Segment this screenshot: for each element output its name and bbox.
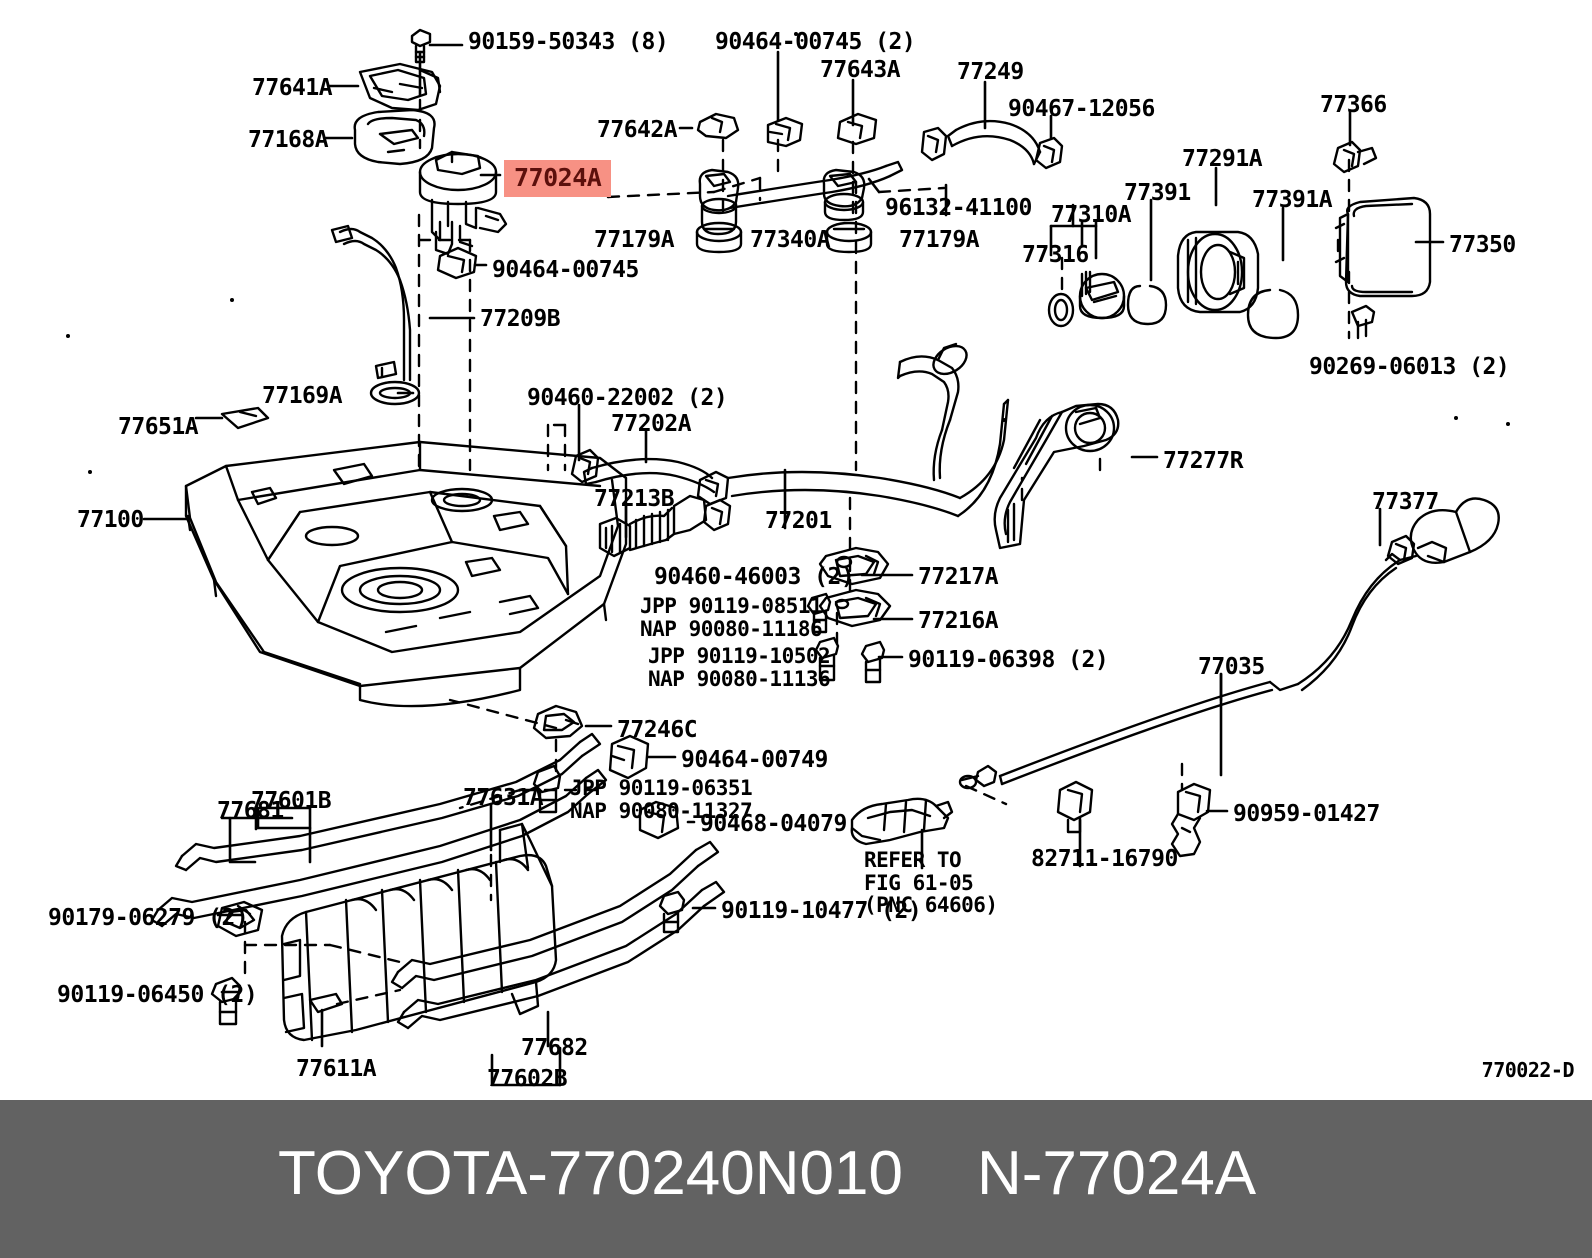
part-label-line: NAP 90080-11327 — [570, 798, 753, 823]
part-number-label: 770240N010 — [547, 1139, 903, 1208]
part-label-90159-50343-8-[interactable]: 90159-50343 (8) — [468, 29, 669, 55]
part-label-77641a[interactable]: 77641A — [252, 75, 333, 101]
callout-number-label: 77024A — [1042, 1139, 1257, 1208]
part-label-line: (PNC 64606) — [864, 893, 998, 918]
part-label-77316[interactable]: 77316 — [1022, 242, 1089, 268]
part-label-82711-16790[interactable]: 82711-16790 — [1031, 846, 1178, 872]
part-label-90464-00749[interactable]: 90464-00749 — [681, 747, 828, 773]
brand-dash: - — [527, 1139, 548, 1208]
part-label-77366[interactable]: 77366 — [1320, 92, 1387, 118]
part-label-77682[interactable]: 77682 — [521, 1035, 588, 1061]
highlighted-part-label[interactable]: 77024A — [504, 160, 612, 197]
callout-prefix-label: N — [976, 1139, 1022, 1208]
part-label-77350[interactable]: 77350 — [1449, 232, 1516, 258]
part-label-line: REFER TO — [864, 848, 962, 872]
part-label-77651a[interactable]: 77651A — [118, 414, 199, 440]
diagram-code: 770022-D — [1481, 1058, 1575, 1082]
part-label-90179-06279-2-[interactable]: 90179-06279 (2) — [48, 905, 249, 931]
part-label-90460-46003-2-[interactable]: 90460-46003 (2) — [654, 564, 855, 590]
part-label-77602b[interactable]: 77602B — [487, 1066, 568, 1092]
part-label-90460-22002-2-[interactable]: 90460-22002 (2) — [527, 385, 728, 411]
part-label-77601b[interactable]: 77601B — [251, 788, 332, 814]
footer-banner: TOYOTA - 770240N010 N - 77024A — [0, 1100, 1592, 1258]
part-label-77611a[interactable]: 77611A — [296, 1056, 377, 1082]
part-label-90959-01427[interactable]: 90959-01427 — [1233, 801, 1380, 827]
part-label-77291a[interactable]: 77291A — [1182, 146, 1263, 172]
part-label-90119-10477-2-[interactable]: 90119-10477 (2) — [721, 898, 922, 924]
part-label-77277r[interactable]: 77277R — [1163, 448, 1244, 474]
part-label-90119-06450-2-[interactable]: 90119-06450 (2) — [57, 982, 258, 1008]
part-label-77340a[interactable]: 77340A — [750, 227, 831, 253]
part-label-77201[interactable]: 77201 — [765, 508, 832, 534]
part-label-77391a[interactable]: 77391A — [1252, 187, 1333, 213]
part-label-77310a[interactable]: 77310A — [1051, 202, 1132, 228]
part-label-96132-41100[interactable]: 96132-41100 — [885, 195, 1032, 221]
part-label-77391[interactable]: 77391 — [1124, 180, 1191, 206]
part-label-90464-00745-2-[interactable]: 90464-00745 (2) — [715, 29, 916, 55]
part-label-line: NAP 90080-11136 — [648, 666, 831, 691]
part-label-line: FIG 61-05 — [864, 870, 974, 895]
part-label-90468-04079[interactable]: 90468-04079 — [700, 811, 847, 837]
part-label-90269-06013-2-[interactable]: 90269-06013 (2) — [1309, 354, 1510, 380]
part-label-90119-06398-2-[interactable]: 90119-06398 (2) — [908, 647, 1109, 673]
part-label-77643a[interactable]: 77643A — [820, 57, 901, 83]
part-label-77035[interactable]: 77035 — [1198, 654, 1265, 680]
part-label-77217a[interactable]: 77217A — [918, 564, 999, 590]
part-label-77100[interactable]: 77100 — [77, 507, 144, 533]
part-label-77179a[interactable]: 77179A — [594, 227, 675, 253]
callout-dash: - — [1021, 1139, 1043, 1208]
part-label-77216a[interactable]: 77216A — [918, 608, 999, 634]
part-label-77179a[interactable]: 77179A — [899, 227, 980, 253]
part-label-77681[interactable]: 77681 — [217, 798, 284, 824]
part-label-77377[interactable]: 77377 — [1372, 489, 1439, 515]
brand-label: TOYOTA — [278, 1139, 528, 1208]
part-label-line: JPP 90119-10502 — [648, 644, 831, 668]
part-label-77631a[interactable]: 77631A — [463, 785, 544, 811]
part-label-77202a[interactable]: 77202A — [611, 411, 692, 437]
part-label-77168a[interactable]: 77168A — [248, 127, 329, 153]
part-label-77213b[interactable]: 77213B — [594, 486, 675, 512]
part-label-line: JPP 90119-06351 — [570, 776, 753, 800]
part-label-77249[interactable]: 77249 — [957, 59, 1024, 85]
part-label-line: JPP 90119-08511 — [640, 594, 823, 618]
part-label-77642a[interactable]: 77642A — [597, 117, 678, 143]
part-label-77246c[interactable]: 77246C — [617, 717, 698, 743]
part-label-90464-00745[interactable]: 90464-00745 — [492, 257, 639, 283]
part-label-77209b[interactable]: 77209B — [480, 306, 561, 332]
part-label-77169a[interactable]: 77169A — [262, 383, 343, 409]
part-label-90467-12056[interactable]: 90467-12056 — [1008, 96, 1155, 122]
part-label-line: NAP 90080-11186 — [640, 616, 823, 641]
